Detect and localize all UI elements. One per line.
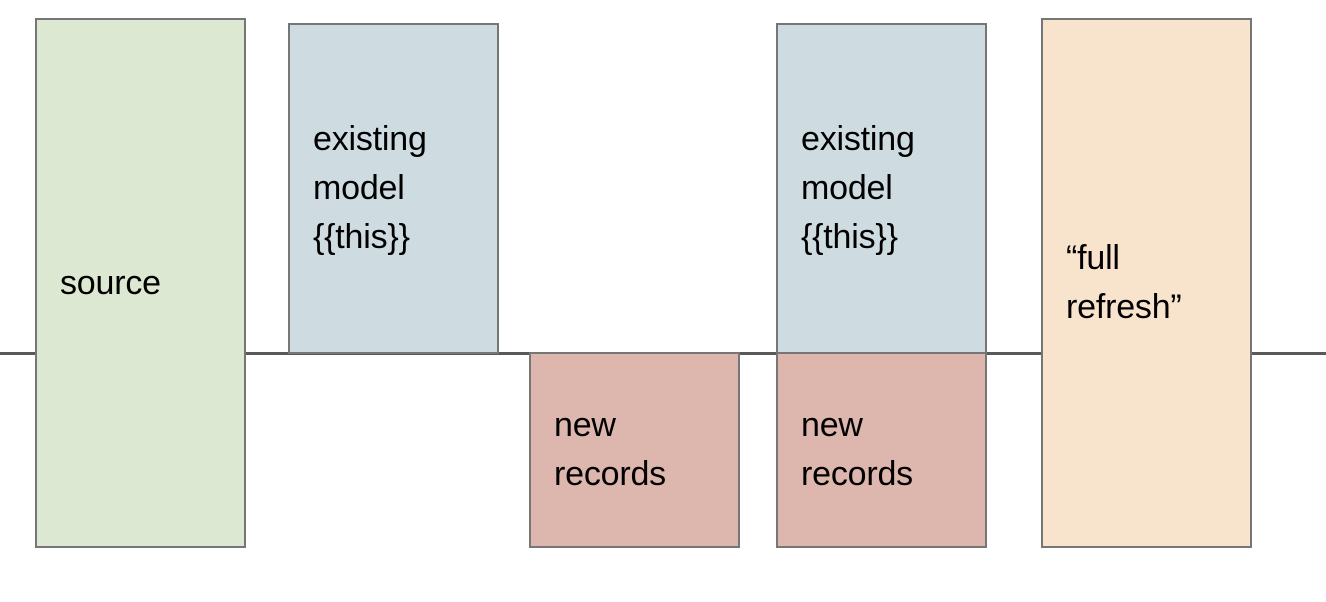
box-existing-model-left-label: existing model {{this}}	[313, 120, 427, 256]
box-existing-model-right[interactable]: existing model {{this}}	[776, 23, 987, 354]
box-new-records-right-label: new records	[801, 406, 913, 493]
box-new-records-right[interactable]: new records	[776, 352, 987, 548]
box-existing-model-right-label: existing model {{this}}	[801, 120, 915, 256]
box-full-refresh-label: “full refresh”	[1066, 239, 1182, 326]
box-new-records-left-label: new records	[554, 406, 666, 493]
box-source-label: source	[60, 263, 161, 302]
box-existing-model-left[interactable]: existing model {{this}}	[288, 23, 499, 354]
box-full-refresh[interactable]: “full refresh”	[1041, 18, 1252, 548]
box-new-records-left[interactable]: new records	[529, 352, 740, 548]
box-source[interactable]: source	[35, 18, 246, 548]
